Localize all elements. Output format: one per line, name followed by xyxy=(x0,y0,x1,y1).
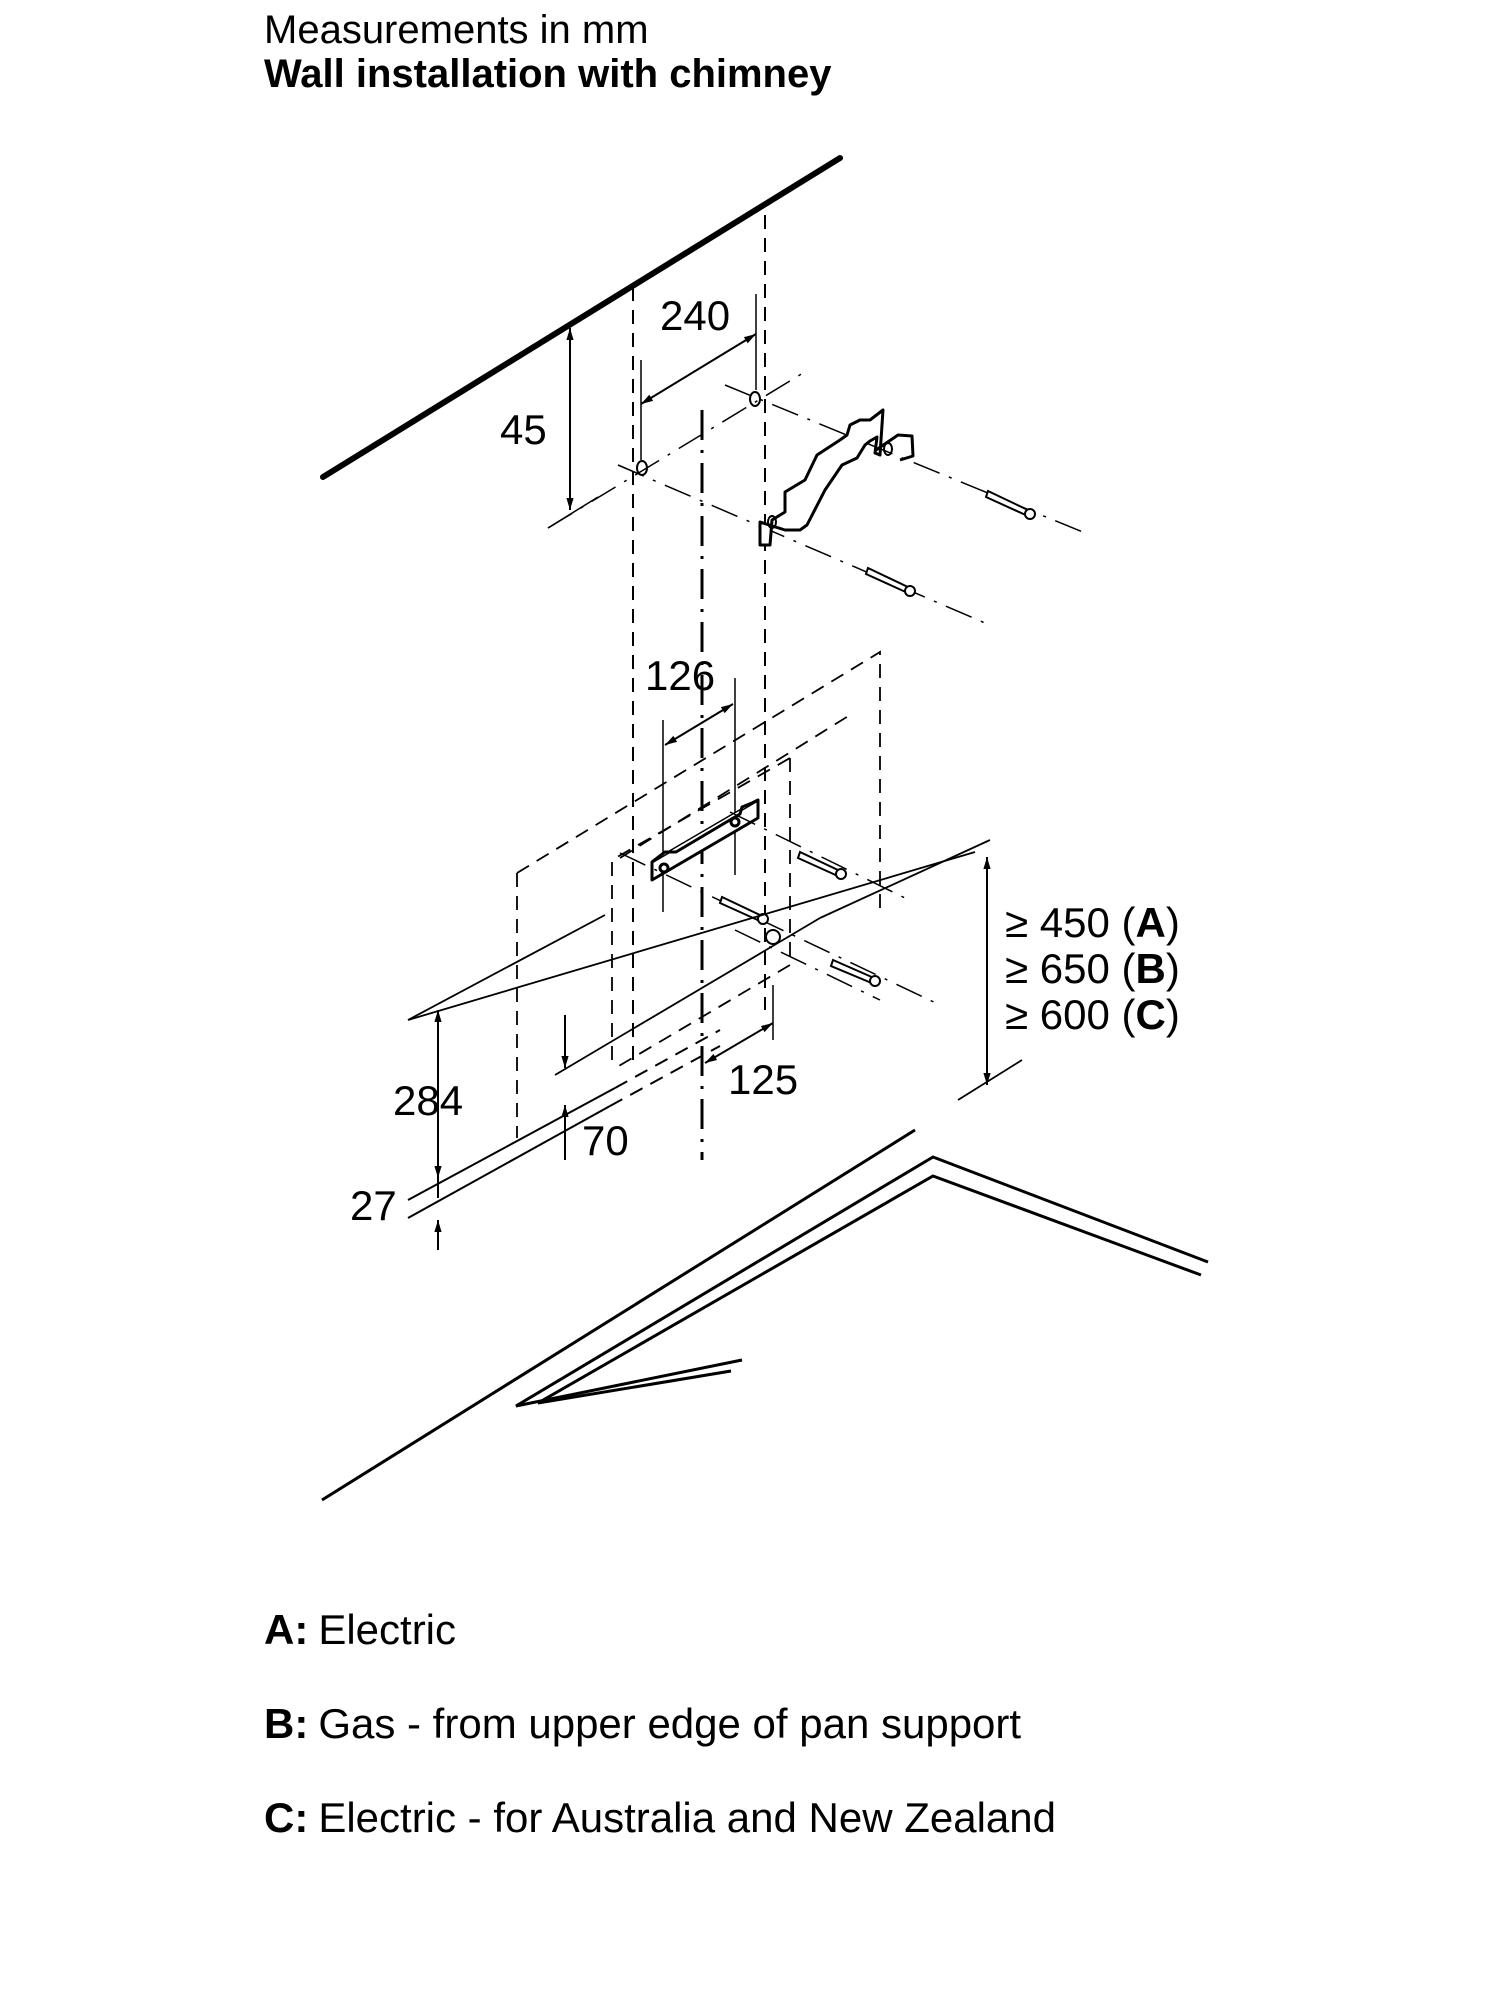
diagram-title: Wall installation with chimney xyxy=(264,52,832,96)
chimney-guide-lines xyxy=(632,215,766,1060)
dim-126-label: 126 xyxy=(645,652,715,699)
legend-text: Electric - for Australia and New Zealand xyxy=(318,1794,1056,1841)
ceiling-line xyxy=(320,155,843,480)
legend-text: Gas - from upper edge of pan support xyxy=(318,1700,1022,1747)
dim-27-label: 27 xyxy=(350,1182,397,1229)
measurement-unit-note: Measurements in mm xyxy=(264,8,649,52)
lower-wall-bracket xyxy=(650,798,760,882)
worktop-edge xyxy=(321,1128,916,1502)
upper-wall-bracket xyxy=(758,408,915,547)
hood-upper-boundary xyxy=(554,917,821,1076)
legend-item-c: C:Electric - for Australia and New Zeala… xyxy=(264,1793,1056,1887)
legend-key: A: xyxy=(264,1606,309,1653)
dim-125-arrow xyxy=(704,1022,774,1064)
hood-top-edge xyxy=(407,851,976,1021)
clearance-value-c: ≥ 600 (C) xyxy=(1005,991,1180,1038)
upper-screws xyxy=(864,489,1036,597)
legend: A:Electric B:Gas - from upper edge of pa… xyxy=(264,1605,1056,1887)
dim-284-label: 284 xyxy=(393,1077,463,1124)
clearance-value-b: ≥ 650 (B) xyxy=(1005,945,1180,992)
dim-240-label: 240 xyxy=(660,292,730,339)
clearance-value-a: ≥ 450 (A) xyxy=(1005,899,1180,946)
legend-key: C: xyxy=(264,1794,309,1841)
header: Measurements in mm Wall installation wit… xyxy=(264,8,831,96)
lower-screws xyxy=(718,850,881,987)
legend-key: B: xyxy=(264,1700,309,1747)
clearance-lower-ext xyxy=(957,1059,1023,1101)
legend-item-b: B:Gas - from upper edge of pan support xyxy=(264,1699,1056,1793)
dim-126-arrow xyxy=(664,703,734,746)
hood-top-edge-2 xyxy=(407,914,606,1021)
dim-70-label: 70 xyxy=(582,1117,629,1164)
lower-mounting-axes xyxy=(619,811,941,1006)
dim-240-arrow xyxy=(640,333,757,405)
hood-bottom-edges xyxy=(407,1029,721,1219)
hob-outline xyxy=(515,1155,1209,1408)
dim-45-extension xyxy=(547,496,599,529)
chimney-outline xyxy=(516,650,881,1138)
legend-item-a: A:Electric xyxy=(264,1605,1056,1699)
clearance-upper-ext xyxy=(819,839,991,919)
dim-125-label: 125 xyxy=(728,1056,798,1103)
dim-45-label: 45 xyxy=(500,406,547,453)
legend-text: Electric xyxy=(318,1606,457,1653)
center-drill-hole xyxy=(765,929,781,945)
